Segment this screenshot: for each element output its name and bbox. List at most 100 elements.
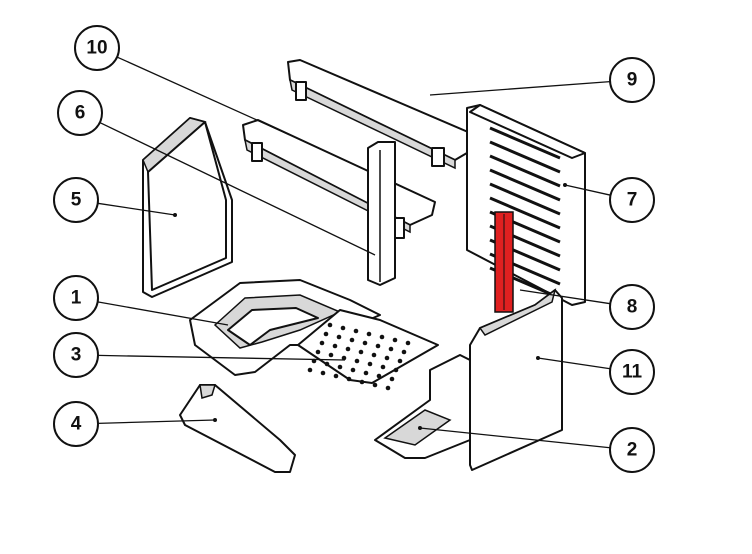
grate-hole	[324, 361, 330, 367]
grate-hole	[401, 349, 407, 355]
leader-line	[97, 202, 176, 216]
grate-hole	[349, 337, 355, 343]
leader-line	[99, 121, 376, 256]
grate-hole	[340, 325, 346, 331]
grate-hole	[392, 337, 398, 343]
grate-hole	[384, 355, 390, 361]
leader-line	[116, 56, 291, 136]
grate-hole	[385, 385, 391, 391]
vent-slot	[489, 168, 561, 202]
callout-2: 2	[419, 427, 655, 473]
grate-hole	[379, 334, 385, 340]
callout-circle	[53, 401, 99, 447]
vent-slot	[489, 126, 561, 160]
grate-hole	[372, 382, 378, 388]
grate-hole	[380, 364, 386, 370]
callout-number: 10	[86, 38, 107, 59]
leader-line	[419, 427, 611, 449]
callout-number: 7	[627, 190, 638, 211]
grate-hole	[358, 349, 364, 355]
grate-hole	[320, 370, 326, 376]
grate-hole	[397, 358, 403, 364]
leader-line	[564, 184, 611, 196]
part-11-front-panel	[469, 288, 563, 471]
grate-hole	[328, 352, 334, 358]
grate-hole	[367, 361, 373, 367]
callout-circle	[609, 427, 655, 473]
callout-circle	[609, 349, 655, 395]
callout-number: 6	[75, 103, 86, 124]
grate-hole	[319, 340, 325, 346]
callout-5: 5	[53, 177, 176, 223]
leader-line	[97, 354, 346, 361]
grate-hole	[336, 334, 342, 340]
vent-slot	[489, 182, 561, 216]
callout-9: 9	[429, 57, 655, 103]
callout-number: 9	[627, 70, 638, 91]
part-4-front-lip	[179, 384, 296, 473]
grate-hole	[376, 373, 382, 379]
callout-number: 5	[71, 190, 82, 211]
part-2-right-base	[374, 354, 471, 459]
grate-hole	[354, 358, 360, 364]
callout-circle	[74, 25, 120, 71]
grate-hole	[375, 343, 381, 349]
leader-line	[97, 419, 216, 425]
grate-hole	[350, 367, 356, 373]
callout-circle	[53, 275, 99, 321]
grate-hole	[405, 340, 411, 346]
grate-hole	[323, 331, 329, 337]
callout-8: 8	[519, 284, 655, 330]
grate-hole	[362, 340, 368, 346]
grate-hole	[346, 376, 352, 382]
callout-number: 1	[71, 288, 82, 309]
grate-hole	[366, 331, 372, 337]
grate-hole	[332, 343, 338, 349]
callout-1: 1	[53, 275, 229, 326]
grate-hole	[389, 376, 395, 382]
callout-number: 8	[627, 297, 638, 318]
callout-number: 11	[622, 362, 643, 383]
grate-hole	[345, 346, 351, 352]
callout-number: 2	[627, 440, 638, 461]
callout-4: 4	[53, 401, 216, 447]
callout-circle	[609, 57, 655, 103]
callout-6: 6	[57, 90, 376, 256]
callout-circle	[53, 177, 99, 223]
grate-hole	[315, 349, 321, 355]
part-9-baffle	[287, 59, 476, 170]
callout-circle	[53, 332, 99, 378]
vent-slot	[489, 196, 561, 230]
leader-line	[537, 357, 611, 370]
grate-hole	[359, 379, 365, 385]
grate-hole	[371, 352, 377, 358]
grate-hole	[333, 373, 339, 379]
callout-number: 3	[71, 345, 82, 366]
part-5-side-panel	[142, 117, 233, 298]
callout-circle	[609, 284, 655, 330]
grate-hole	[353, 328, 359, 334]
grate-hole	[341, 355, 347, 361]
callout-7: 7	[564, 177, 655, 223]
grate-hole	[337, 364, 343, 370]
callout-11: 11	[537, 349, 655, 395]
part-8-bar-highlighted	[494, 211, 514, 313]
vent-slot	[489, 154, 561, 188]
callout-number: 4	[71, 414, 82, 435]
vent-slot	[489, 140, 561, 174]
grate-hole	[307, 367, 313, 373]
part-6-post	[367, 141, 396, 286]
callout-circle	[57, 90, 103, 136]
grate-hole	[327, 322, 333, 328]
part-7-back-panel	[466, 104, 586, 306]
grate-hole	[388, 346, 394, 352]
callout-circle	[609, 177, 655, 223]
leader-line	[429, 80, 611, 96]
leader-line	[519, 289, 611, 305]
grate-hole	[363, 370, 369, 376]
grate-hole	[393, 367, 399, 373]
leader-line	[97, 301, 229, 326]
part-3-grate	[297, 309, 439, 391]
